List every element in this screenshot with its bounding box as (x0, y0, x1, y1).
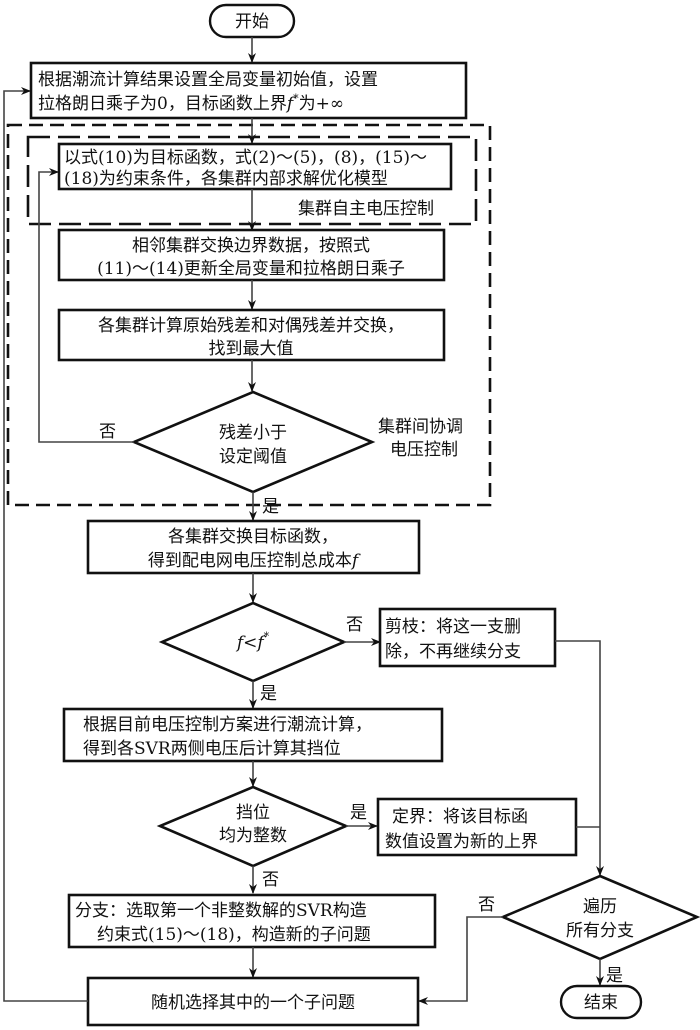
residual-decision-line1: 残差小于 (219, 423, 287, 443)
total-cost-line2: 得到配电网电压控制总成本f (148, 551, 361, 571)
residual-decision-line2: 设定阈值 (219, 447, 287, 467)
end-label: 结束 (584, 993, 618, 1013)
branch-line2: 约束式(15)～(18)，构造新的子问题 (97, 925, 371, 945)
cluster-coordination-label-line2: 电压控制 (390, 440, 458, 460)
random-select-box: 随机选择其中的一个子问题 (86, 976, 420, 1027)
bound-line1: 定界：将该目标函 (392, 807, 528, 827)
traverse-decision: 遍历 所有分支 (499, 874, 700, 961)
tap-no-label: 否 (262, 870, 279, 890)
end-terminal: 结束 (559, 984, 643, 1020)
tap-decision-line1: 挡位 (236, 803, 270, 823)
traverse-decision-line1: 遍历 (583, 897, 617, 917)
bound-box: 定界：将该目标函 数值设置为新的上界 (376, 797, 578, 857)
residual-box: 各集群计算原始残差和对偶残差并交换， 找到最大值 (57, 308, 446, 362)
tap-decision: 挡位 均为整数 (156, 785, 350, 868)
cost-decision-formula: f<f* (235, 630, 270, 653)
exchange-line2: (11)～(14)更新全局变量和拉格朗日乘子 (97, 259, 405, 279)
residual-line2: 找到最大值 (209, 339, 294, 359)
powerflow-line1: 根据目前电压控制方案进行潮流计算， (83, 715, 372, 735)
arrow-traverse-no (418, 916, 503, 1005)
cluster-autonomous-label: 集群自主电压控制 (298, 199, 434, 219)
init-box: 根据潮流计算结果设置全局变量初始值，设置 拉格朗日乘子为0，目标函数上界f*为+… (29, 61, 468, 120)
start-terminal: 开始 (208, 3, 296, 39)
solve-model-box: 以式(10)为目标函数，式(2)～(5)，(8)，(15)～ (18)为约束条件… (57, 142, 453, 191)
cost-yes-label: 是 (260, 684, 277, 704)
residual-decision: 残差小于 设定阈值 (130, 390, 376, 494)
residual-yes-label: 是 (262, 497, 279, 517)
cost-no-label: 否 (346, 615, 363, 635)
residual-line1: 各集群计算原始残差和对偶残差并交换， (98, 316, 404, 336)
init-line1: 根据潮流计算结果设置全局变量初始值，设置 (38, 70, 378, 90)
cluster-coordination-region (6, 123, 492, 507)
prune-box: 剪枝：将这一支删 除，不再继续分支 (378, 607, 557, 668)
prune-line1: 剪枝：将这一支删 (385, 617, 521, 637)
init-line2: 拉格朗日乘子为0，目标函数上界f*为+∞ (38, 92, 344, 114)
solve-line1: 以式(10)为目标函数，式(2)～(5)，(8)，(15)～ (64, 148, 427, 168)
traverse-decision-line2: 所有分支 (566, 921, 634, 941)
traverse-no-label: 否 (478, 895, 495, 915)
powerflow-line2: 得到各SVR两侧电压后计算其挡位 (83, 739, 341, 759)
tap-yes-label: 是 (350, 803, 367, 823)
exchange-boundary-box: 相邻集群交换边界数据，按照式 (11)～(14)更新全局变量和拉格朗日乘子 (57, 228, 446, 282)
total-cost-line1: 各集群交换目标函数， (168, 527, 338, 547)
cost-decision: f<f* (158, 601, 348, 683)
residual-no-label: 否 (99, 422, 116, 442)
traverse-yes-label: 是 (606, 966, 623, 986)
arrow-residual-no-loop (38, 168, 134, 443)
branch-box: 分支：选取第一个非整数解的SVR构造 约束式(15)～(18)，构造新的子问题 (67, 893, 437, 949)
arrow-prune-to-traverse (555, 640, 604, 876)
cluster-coordination-label-line1: 集群间协调 (378, 417, 463, 437)
prune-line2: 除，不再继续分支 (385, 642, 521, 662)
tap-decision-line2: 均为整数 (219, 826, 287, 846)
bound-line2: 数值设置为新的上界 (385, 832, 538, 852)
random-select-text: 随机选择其中的一个子问题 (151, 993, 355, 1013)
powerflow-box: 根据目前电压控制方案进行潮流计算， 得到各SVR两侧电压后计算其挡位 (62, 707, 444, 763)
start-label: 开始 (235, 12, 269, 32)
total-cost-box: 各集群交换目标函数， 得到配电网电压控制总成本f (86, 519, 421, 575)
solve-line2: (18)为约束条件，各集群内部求解优化模型 (64, 169, 388, 189)
exchange-line1: 相邻集群交换边界数据，按照式 (132, 236, 370, 256)
branch-line1: 分支：选取第一个非整数解的SVR构造 (75, 901, 367, 921)
arrow-random-loop-to-init (3, 87, 88, 1002)
